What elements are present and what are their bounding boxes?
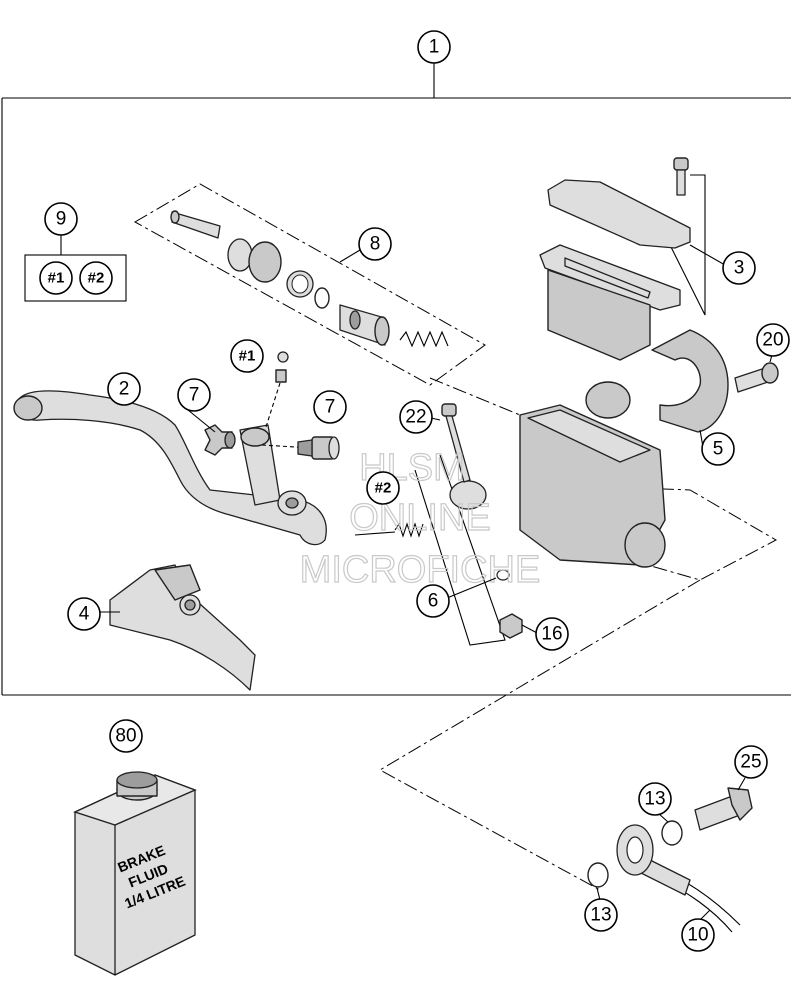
callout-2: 2 (107, 372, 141, 406)
callout-20: 20 (756, 323, 790, 357)
callout-16: 16 (535, 617, 569, 651)
callout-hash1-part-label: #1 (239, 348, 256, 365)
callout-20-label: 20 (762, 330, 783, 351)
lever-guard (109, 564, 256, 691)
callout-22-label: 22 (405, 407, 426, 428)
callout-9: 9 (44, 202, 78, 236)
callout-25-label: 25 (740, 752, 761, 773)
callout-25: 25 (734, 745, 768, 779)
callout-13-upper: 13 (638, 782, 672, 816)
callout-5: 5 (701, 432, 735, 466)
pivot-bolt-set (441, 403, 523, 639)
callout-13-lower: 13 (584, 898, 618, 932)
leader-lines (100, 244, 773, 921)
callout-13-lower-label: 13 (590, 905, 611, 926)
part-9-kit-box (24, 235, 127, 302)
brake-lever (13, 390, 327, 546)
callout-hash1-box-label: #1 (48, 270, 65, 287)
brake-hose-assembly (587, 787, 753, 933)
callout-80: 80 (109, 719, 143, 753)
watermark-line-3: MICROFICHE (300, 549, 541, 591)
callout-7-knob: 7 (177, 378, 211, 412)
callout-5-label: 5 (713, 439, 724, 460)
adjuster-knob (204, 424, 236, 456)
callout-22: 22 (399, 400, 433, 434)
reservoir-cover (539, 157, 691, 361)
callout-1: 1 (417, 30, 451, 64)
callout-4-label: 4 (79, 604, 90, 625)
callout-13-upper-label: 13 (644, 789, 665, 810)
callout-hash2-part-label: #2 (375, 480, 392, 497)
callout-6-label: 6 (428, 591, 439, 612)
clamp-bolt (734, 362, 779, 393)
callout-hash2-part: #2 (366, 471, 400, 505)
assembly-frame (1, 62, 791, 696)
callout-7-bushing-label: 7 (325, 397, 336, 418)
adjuster-bushing (261, 436, 340, 460)
callout-8-label: 8 (370, 234, 381, 255)
pushrod-spring (354, 522, 424, 538)
watermark-line-2: ONLINE (349, 497, 490, 539)
callout-10: 10 (681, 918, 715, 952)
ball-and-screw (264, 351, 289, 431)
callout-3-label: 3 (734, 258, 745, 279)
callout-80-label: 80 (115, 726, 136, 747)
callout-8: 8 (358, 227, 392, 261)
callout-3: 3 (722, 251, 756, 285)
callout-4: 4 (67, 597, 101, 631)
callout-9-label: 9 (56, 209, 67, 230)
callout-1-label: 1 (429, 37, 440, 58)
callout-16-label: 16 (541, 624, 562, 645)
piston-kit (170, 210, 449, 348)
watermark: HLSM ONLINE MICROFICHE (299, 446, 541, 591)
callout-hash2-box-label: #2 (88, 270, 105, 287)
callout-7-bushing: 7 (313, 390, 347, 424)
callout-10-label: 10 (687, 925, 708, 946)
brake-fluid-bottle (73, 771, 197, 976)
callouts: 1 9 #1 #2 8 3 20 #1 2 7 7 22 5 #2 6 16 4… (44, 30, 790, 952)
master-cylinder-body (449, 381, 666, 568)
handlebar-clamp (651, 329, 729, 433)
callout-6: 6 (416, 584, 450, 618)
callout-2-label: 2 (119, 379, 130, 400)
callout-hash1-part: #1 (230, 339, 264, 373)
callout-7-knob-label: 7 (189, 385, 200, 406)
